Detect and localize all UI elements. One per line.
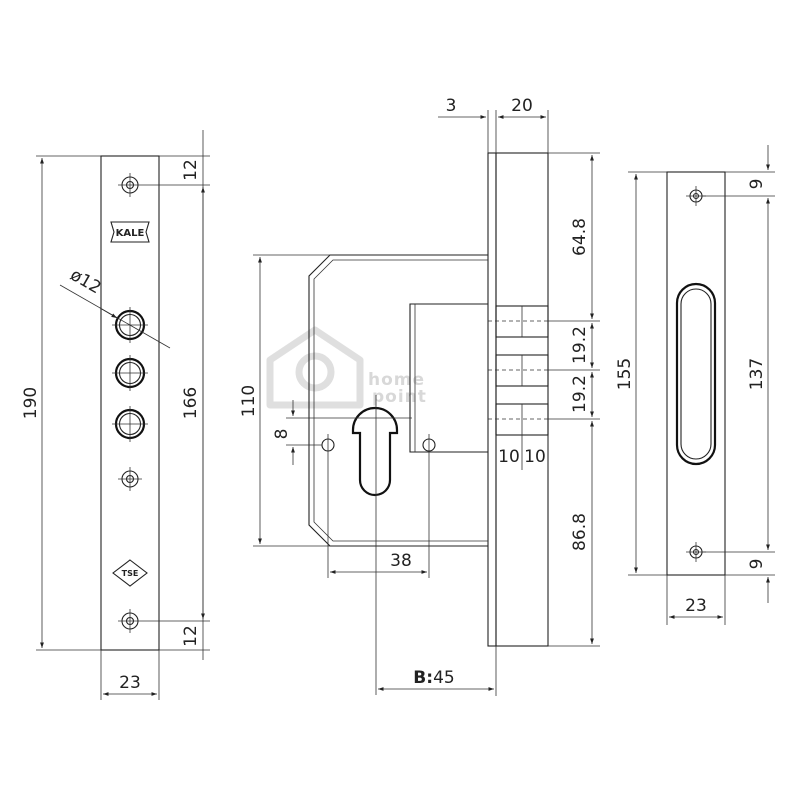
faceplate-screw-middle <box>118 467 142 491</box>
dim-pin-offset: 8 <box>272 400 340 465</box>
front-plate <box>487 152 497 647</box>
dim-strike-width: 23 <box>666 575 726 625</box>
faceplate-screw-top <box>118 173 142 197</box>
dim-plate-thickness: 3 20 <box>438 96 549 153</box>
dim-case-height: 110 <box>239 254 330 547</box>
dim-strike-height: 155 <box>615 171 667 576</box>
lock-body-view: 3 20 64.8 19.2 19.2 86.8 10 10 <box>239 96 600 696</box>
bolt-carrier <box>409 303 488 453</box>
deadbolt-3 <box>488 403 549 436</box>
dim-12-top-label: 12 <box>181 159 201 181</box>
dim-backset: B:45 <box>378 646 497 696</box>
dim-190-label: 190 <box>21 387 41 419</box>
watermark: home point <box>266 326 427 409</box>
dim-137-label: 137 <box>747 358 767 390</box>
watermark-house-icon <box>266 326 364 409</box>
dim-86-8-label: 86.8 <box>570 513 590 551</box>
lock-case-depth <box>495 152 549 647</box>
dim-110-label: 110 <box>239 385 259 417</box>
dim-bolt-size: 10 10 <box>495 435 549 470</box>
strike-latch-slot <box>675 282 717 466</box>
dim-38-label: 38 <box>390 551 412 571</box>
faceplate-outline <box>100 155 160 651</box>
dim-faceplate-height: 190 <box>21 155 101 651</box>
dim-155-label: 155 <box>615 358 635 390</box>
dim-166-label: 166 <box>181 387 201 419</box>
dim-faceplate-width: 23 <box>100 650 160 700</box>
faceplate-screw-bottom <box>118 609 142 633</box>
dim-19-2-b-label: 19.2 <box>570 375 590 413</box>
deadbolt-1 <box>488 305 549 338</box>
strike-plate-view: 155 9 137 9 23 <box>615 145 775 625</box>
diameter-callout: ø12 <box>59 265 171 349</box>
dim-3-label: 3 <box>446 96 457 116</box>
lock-case-inner <box>313 259 488 542</box>
backset-value: 45 <box>433 668 455 688</box>
pin-left <box>321 434 335 578</box>
pin-right <box>422 434 436 578</box>
lock-case-outline <box>308 254 488 547</box>
watermark-ring-icon <box>295 352 335 392</box>
dim-12-bottom-label: 12 <box>181 625 201 647</box>
dim-64-8-label: 64.8 <box>570 218 590 256</box>
strike-plate-outline <box>666 171 726 576</box>
cylinder-keyhole <box>340 395 412 695</box>
dim-23-left-label: 23 <box>119 673 141 693</box>
backset-label: B:45 <box>413 668 454 688</box>
dim-strike-screw-spacing: 9 137 9 <box>702 145 775 603</box>
dim-9-bottom-label: 9 <box>747 559 767 570</box>
tse-logo-text: TSE <box>122 569 139 578</box>
kale-logo: KALE <box>110 221 150 243</box>
dim-9-top-label: 9 <box>747 179 767 190</box>
tse-logo: TSE <box>112 559 148 587</box>
deadbolt-2 <box>488 354 549 387</box>
kale-logo-text: KALE <box>116 228 145 239</box>
dim-10-b-label: 10 <box>524 447 546 467</box>
dim-23-right-label: 23 <box>685 596 707 616</box>
backset-prefix: B: <box>413 668 433 688</box>
faceplate-bolt-hole-3 <box>112 406 148 442</box>
faceplate-view: KALE ø12 <box>21 130 210 700</box>
dim-screw-spacing: 38 <box>330 551 427 574</box>
diameter-label: ø12 <box>67 265 105 298</box>
dim-bolt-positions: 64.8 19.2 19.2 86.8 <box>548 152 600 647</box>
dim-20-label: 20 <box>511 96 533 116</box>
dim-8-label: 8 <box>272 429 292 440</box>
dim-19-2-a-label: 19.2 <box>570 326 590 364</box>
dim-10-a-label: 10 <box>498 447 520 467</box>
faceplate-bolt-hole-2 <box>112 355 148 391</box>
dim-faceplate-hole-spacing: 166 12 12 <box>142 130 210 660</box>
watermark-line2: point <box>372 387 427 407</box>
